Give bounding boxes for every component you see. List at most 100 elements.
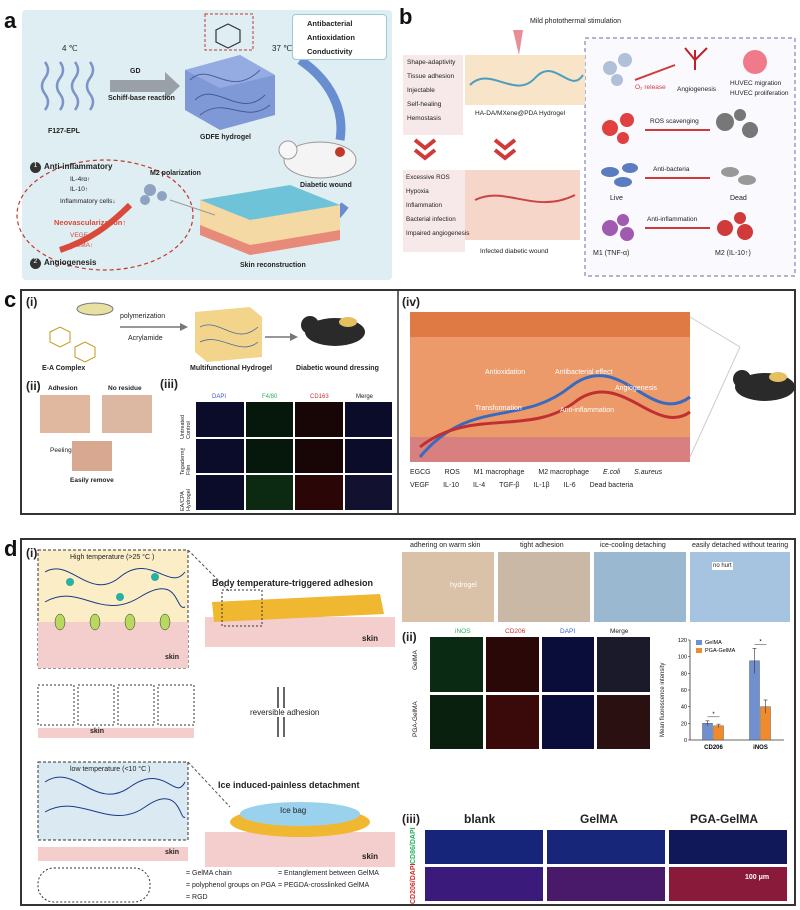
d-legend-item: = RGD [186, 894, 208, 901]
problem-item: Inflammation [406, 202, 443, 209]
skin-label: skin [165, 849, 180, 856]
asma-label: α-SMA↑ [70, 242, 94, 249]
scale-label: 100 μm [745, 874, 770, 881]
feature-item: Shape-adaptivity [407, 59, 456, 66]
inflam-item: IL-4rα↑ [70, 176, 91, 183]
legend-item: S.aureus [634, 469, 663, 476]
sub-iii-label: (iii) [160, 377, 178, 391]
legend-item: VEGF [410, 482, 430, 489]
significance-mark: * [759, 639, 762, 645]
infected-wound-label: Infected diabetic wound [480, 248, 549, 255]
photo-step-label: ice-cooling detaching [600, 542, 666, 549]
o2-release-label: O₂ release [635, 84, 666, 91]
vegf-label: VEGF↑ [70, 232, 91, 239]
legend-item: M2 macrophage [538, 469, 589, 476]
complex-label: E-A Complex [42, 365, 86, 372]
temp-cold-label: 4 ℃ [62, 44, 78, 53]
m2-label: M2 (IL-10↑) [715, 250, 751, 257]
legend-item: TGF-β [499, 482, 520, 489]
angiogenesis-title: Angiogenesis [44, 258, 97, 267]
y-tick-label: 0 [684, 738, 687, 744]
live-label: Live [610, 195, 623, 202]
diabetic-wound-label: Diabetic wound [300, 182, 352, 189]
d-sub-i: (i) [26, 546, 38, 560]
legend-label: PGA-GelMA [705, 648, 736, 654]
stain-row-label: Untreated Control [180, 414, 192, 439]
stain-col-label: DAPI [212, 394, 227, 400]
x-tick-label: CD206 [704, 745, 723, 751]
bar [713, 725, 724, 741]
inflam-item: IL-10↑ [70, 186, 89, 193]
iii-col-label: blank [464, 812, 496, 826]
reversible-label: reversible adhesion [250, 708, 320, 717]
panel-d-drawing [37, 549, 790, 903]
panel-d-label: d [4, 536, 18, 561]
panel-a: a [0, 0, 395, 285]
significance-mark: * [712, 712, 715, 718]
angio-num: 2 [30, 258, 41, 269]
skin-label: skin [90, 728, 105, 735]
skin-label: skin [362, 852, 379, 861]
skin-label: skin [165, 654, 180, 661]
photo-step-label: adhering on warm skin [410, 542, 481, 549]
low-temp-label: low temperature (<10 °C ) [70, 766, 151, 773]
features-box: Shape-adaptivity Tissue adhesion Injecta… [403, 55, 463, 135]
sub-iv-label: (iv) [402, 295, 420, 309]
iii-col-label: GelMA [580, 812, 619, 826]
sub-ii-label: (ii) [26, 379, 41, 393]
panel-c-drawing [40, 291, 795, 513]
angiogenesis-label: Angiogenesis [677, 86, 717, 93]
problem-item: Excessive ROS [406, 174, 450, 181]
feature-item: Self-healing [407, 101, 442, 108]
photo-step-label: tight adhesion [520, 542, 564, 549]
iii-row-label: CD206/DAPI [410, 863, 417, 904]
legend-item: M1 macrophage [473, 469, 525, 476]
legend-item: Dead bacteria [589, 482, 634, 489]
problem-item: Impaired angiogenesis [406, 230, 470, 237]
stain-col-label: F4/80 [262, 394, 278, 400]
peeling-label: Peeling [50, 447, 72, 454]
d-sub-iii: (iii) [402, 812, 420, 826]
stain-grid [196, 402, 392, 510]
stain-col-label: Merge [356, 394, 374, 400]
d-stain-col: Merge [610, 628, 629, 635]
d-stain-col: CD206 [505, 628, 526, 635]
d-legend-item: = PEGDA-crosslinked GelMA [278, 882, 370, 889]
prop-item: Antioxidation [307, 33, 355, 42]
adhesion-label: Adhesion [48, 385, 78, 392]
temp-warm-label: 37 ℃ [272, 44, 293, 53]
problems-box: Excessive ROS Hypoxia Inflammation Bacte… [403, 170, 469, 252]
panel-c: c (i) (ii) (iii) (iv) polymerization Acr… [0, 287, 800, 519]
iv-label: Transformation [475, 405, 522, 412]
d-stain-row: PGA-GelMA [412, 701, 419, 737]
panel-b-drawing [413, 30, 796, 277]
panel-d: d (i) (ii) (iii) [0, 522, 800, 910]
legend-item: ROS [444, 469, 460, 476]
gd-label: GD [130, 68, 141, 75]
properties-box: Antibacterial Antioxidation Conductivity [292, 14, 387, 60]
m2-polarization-label: M2 polarization [150, 170, 201, 177]
y-tick-label: 60 [681, 688, 687, 694]
anti-inflammatory-title: Anti-inflammatory [44, 162, 113, 171]
m1-label: M1 (TNF-α) [593, 250, 630, 257]
y-tick-label: 100 [678, 655, 687, 661]
easily-label: Easily remove [70, 477, 114, 484]
nohurt-tag: no hurt [712, 562, 733, 570]
feature-item: Hemostasis [407, 115, 441, 122]
gdfe-hydrogel-label: GDFE hydrogel [200, 134, 251, 141]
hydrogel-label: HA-DA/MXene@PDA Hydrogel [475, 110, 566, 117]
d-stain-col: DAPI [560, 628, 576, 635]
iv-label: Antibacterial effect [555, 369, 613, 376]
dressing-label: Diabetic wound dressing [296, 365, 379, 372]
legend-swatch [696, 640, 702, 645]
reaction-label: Schiff-base reaction [108, 95, 175, 102]
stain-row-label: Tegaderm™ Film [180, 444, 192, 475]
stain-row-label: EA/CPA Hydrogel [180, 488, 192, 511]
panel-c-label: c [4, 287, 17, 312]
d-legend-item: = GelMA chain [186, 870, 232, 877]
problem-item: Hypoxia [406, 188, 429, 195]
high-temp-label: High temperature (>25 °C ) [70, 554, 155, 561]
f127-label: F127-EPL [48, 128, 80, 135]
antiinf-label: Anti-inflammation [647, 216, 698, 223]
